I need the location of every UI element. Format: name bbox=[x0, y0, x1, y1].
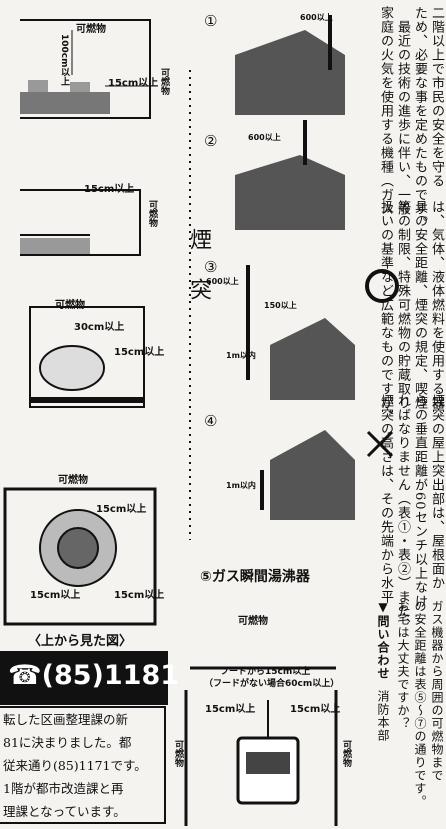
label-hood: フードから15cm以上 bbox=[220, 667, 311, 677]
label-15cm-heater-left: 15cm以上 bbox=[205, 704, 256, 715]
label-30cm: 30cm以上 bbox=[74, 322, 125, 333]
contact-label: ▼問い合わせ bbox=[376, 600, 390, 680]
label-combustible-heater-left: 可燃物 bbox=[173, 740, 183, 767]
article-col-7: 等の制限、特殊可燃物の貯蔵取り bbox=[395, 200, 410, 410]
label-combustible-1: 可燃物 bbox=[76, 24, 106, 35]
label-15cm-4: 15cm以上 bbox=[96, 504, 147, 515]
label-15cm-heater-right: 15cm以上 bbox=[290, 704, 341, 715]
article-col-6: 具の安全距離、煙突の規定、喫煙 bbox=[412, 200, 427, 410]
article-col-12: 煙突の高さは、その先端から水平 bbox=[378, 394, 393, 604]
label-100cm: 100cm以上 bbox=[59, 34, 69, 86]
label-600-2: 600以上 bbox=[248, 133, 281, 142]
article-col-4: 家庭の火気を使用する機種（ガス bbox=[378, 6, 393, 216]
notice-line: 転した区画整理課の新 bbox=[3, 712, 129, 727]
label-600-1: 600以上 bbox=[300, 13, 333, 22]
label-600-3: 600以上 bbox=[206, 277, 239, 286]
label-combustible-heater-right: 可燃物 bbox=[341, 740, 351, 767]
article-col-2: ため、必要な事を定めたものです。 bbox=[412, 6, 427, 230]
label-combustible-side-2: 可燃物 bbox=[147, 200, 157, 227]
article-col-15: お宅は大丈夫ですか？ bbox=[396, 600, 410, 730]
label-15cm-2: 15cm以上 bbox=[84, 184, 135, 195]
label-1m-1: 1m以内 bbox=[226, 351, 256, 360]
article-col-5: は、気体、液体燃料を使用する器 bbox=[429, 200, 444, 410]
top-view-caption: 〈上から見た図〉 bbox=[28, 634, 133, 649]
article-col-13: ガス機器から周囲の可燃物まで bbox=[430, 600, 444, 782]
label-1m-2: 1m以内 bbox=[226, 481, 256, 490]
label-15cm-1: 15cm以上 bbox=[108, 78, 159, 89]
notice-line: 従来通り(85)1171です。 bbox=[3, 758, 147, 773]
label-15cm-6: 15cm以上 bbox=[114, 590, 165, 601]
article-col-8: 扱いの基準など広範なものですが、 bbox=[378, 200, 393, 424]
article-col-1: 二階以上で市民の安全を守る bbox=[429, 6, 444, 188]
heater-title: ⑤ガス瞬間湯沸器 bbox=[200, 569, 310, 585]
article-col-9: 煙突の屋上突出部は、屋根面か bbox=[429, 394, 444, 590]
contact-value: 消防本部 bbox=[376, 690, 390, 742]
notice-line: 81に決まりました。都 bbox=[3, 735, 132, 750]
phone-banner: ☎(85)1181 bbox=[0, 651, 179, 705]
label-combustible-heater-top: 可燃物 bbox=[238, 616, 268, 627]
notice-box: 転した区画整理課の新 81に決まりました。都 従来通り(85)1171です。 1… bbox=[0, 706, 166, 824]
article-col-11: ればなりません（表①・表②）また、 bbox=[395, 394, 410, 632]
label-combustible-side-1: 可燃物 bbox=[159, 68, 169, 95]
label-15cm-5: 15cm以上 bbox=[30, 590, 81, 601]
label-combustible-4: 可燃物 bbox=[58, 475, 88, 486]
article-col-10: らの垂直距離が60センチ以上なけ bbox=[412, 394, 427, 609]
label-150: 150以上 bbox=[264, 301, 297, 310]
label-combustible-3: 可燃物 bbox=[55, 300, 85, 311]
article-col-3: 最近の技術の進歩に伴い、一般 bbox=[395, 20, 410, 216]
chimney-num-2: ② bbox=[204, 132, 218, 150]
notice-line: 理課となっています。 bbox=[3, 804, 126, 819]
chimney-num-3: ③ bbox=[204, 258, 218, 276]
chimney-num-4: ④ bbox=[204, 412, 218, 430]
chimney-num-1: ① bbox=[204, 12, 218, 30]
article-col-14: の安全距離は表⑤〜⑦の通りです。 bbox=[413, 600, 427, 808]
phone-number: ☎(85)1181 bbox=[8, 660, 180, 691]
label-hood-note: （フードがない場合60cm以上） bbox=[204, 679, 340, 689]
notice-line: 1階が都市改造課と再 bbox=[3, 781, 124, 796]
chimney-title: 煙突 bbox=[186, 228, 211, 328]
label-15cm-3: 15cm以上 bbox=[114, 347, 165, 358]
